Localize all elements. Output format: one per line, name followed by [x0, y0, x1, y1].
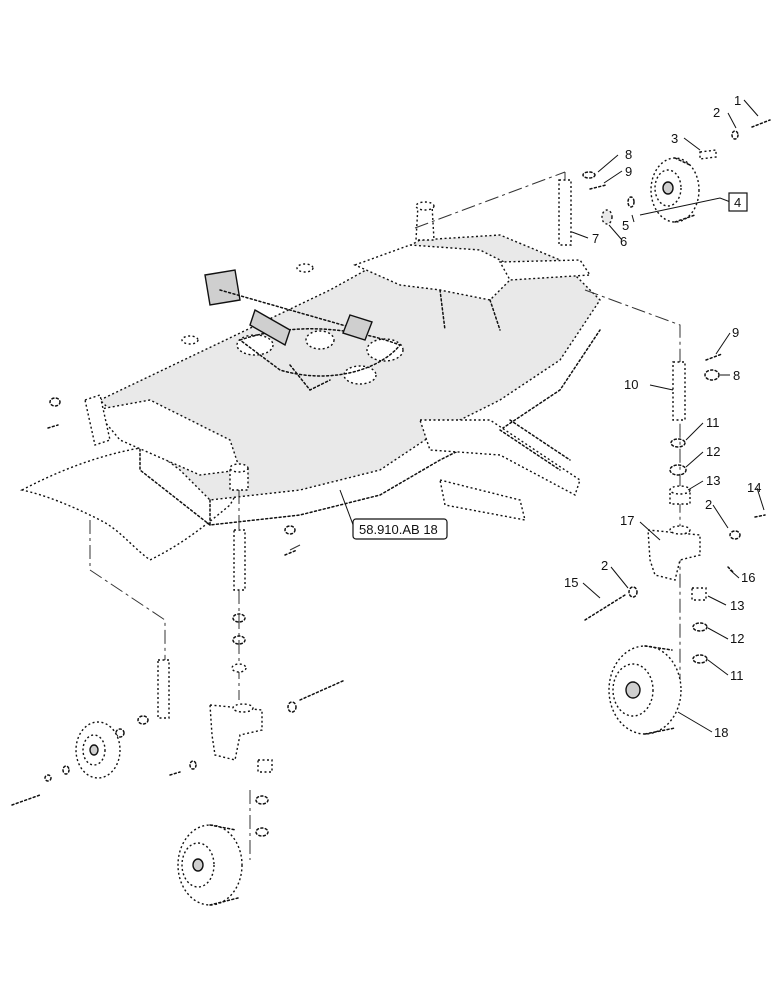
- callout-3: 3: [671, 131, 678, 146]
- callout-4: 4: [734, 195, 741, 210]
- mower-deck: [19, 201, 601, 561]
- callout-11: 11: [706, 415, 720, 430]
- callout-9: 9: [625, 164, 632, 179]
- callout-16: 16: [741, 570, 755, 585]
- caster-assembly-far-left: [11, 659, 170, 806]
- callout-6: 6: [620, 234, 627, 249]
- callout-2: 2: [601, 558, 608, 573]
- callout-5: 5: [622, 218, 629, 233]
- callout-8: 8: [733, 368, 740, 383]
- reference-label[interactable]: 58.910.AB 18: [359, 522, 438, 537]
- callout-2: 2: [713, 105, 720, 120]
- caster-assembly-left: [169, 529, 346, 906]
- caster-assembly-right: [584, 353, 766, 735]
- caster-hardware-top: [558, 119, 771, 246]
- callout-1: 1: [734, 93, 741, 108]
- callout-7: 7: [592, 231, 599, 246]
- callout-4-box: 4: [728, 192, 748, 212]
- callout-8: 8: [625, 147, 632, 162]
- callout-12: 12: [706, 444, 720, 459]
- callout-12: 12: [730, 631, 744, 646]
- callout-13: 13: [706, 473, 720, 488]
- callout-13: 13: [730, 598, 744, 613]
- callout-17: 17: [620, 513, 634, 528]
- callout-14: 14: [747, 480, 761, 495]
- callout-15: 15: [564, 575, 578, 590]
- callout-10: 10: [624, 377, 638, 392]
- caster-wheel-top: [650, 157, 700, 223]
- callout-numbers: 1 2 3 8 9 5 6 7 9 10 8 11 12 13 14 2 17 …: [564, 93, 761, 740]
- callout-9: 9: [732, 325, 739, 340]
- callout-18: 18: [714, 725, 728, 740]
- reference-label-box[interactable]: 58.910.AB 18: [352, 518, 448, 540]
- callout-2: 2: [705, 497, 712, 512]
- callout-11: 11: [730, 668, 744, 683]
